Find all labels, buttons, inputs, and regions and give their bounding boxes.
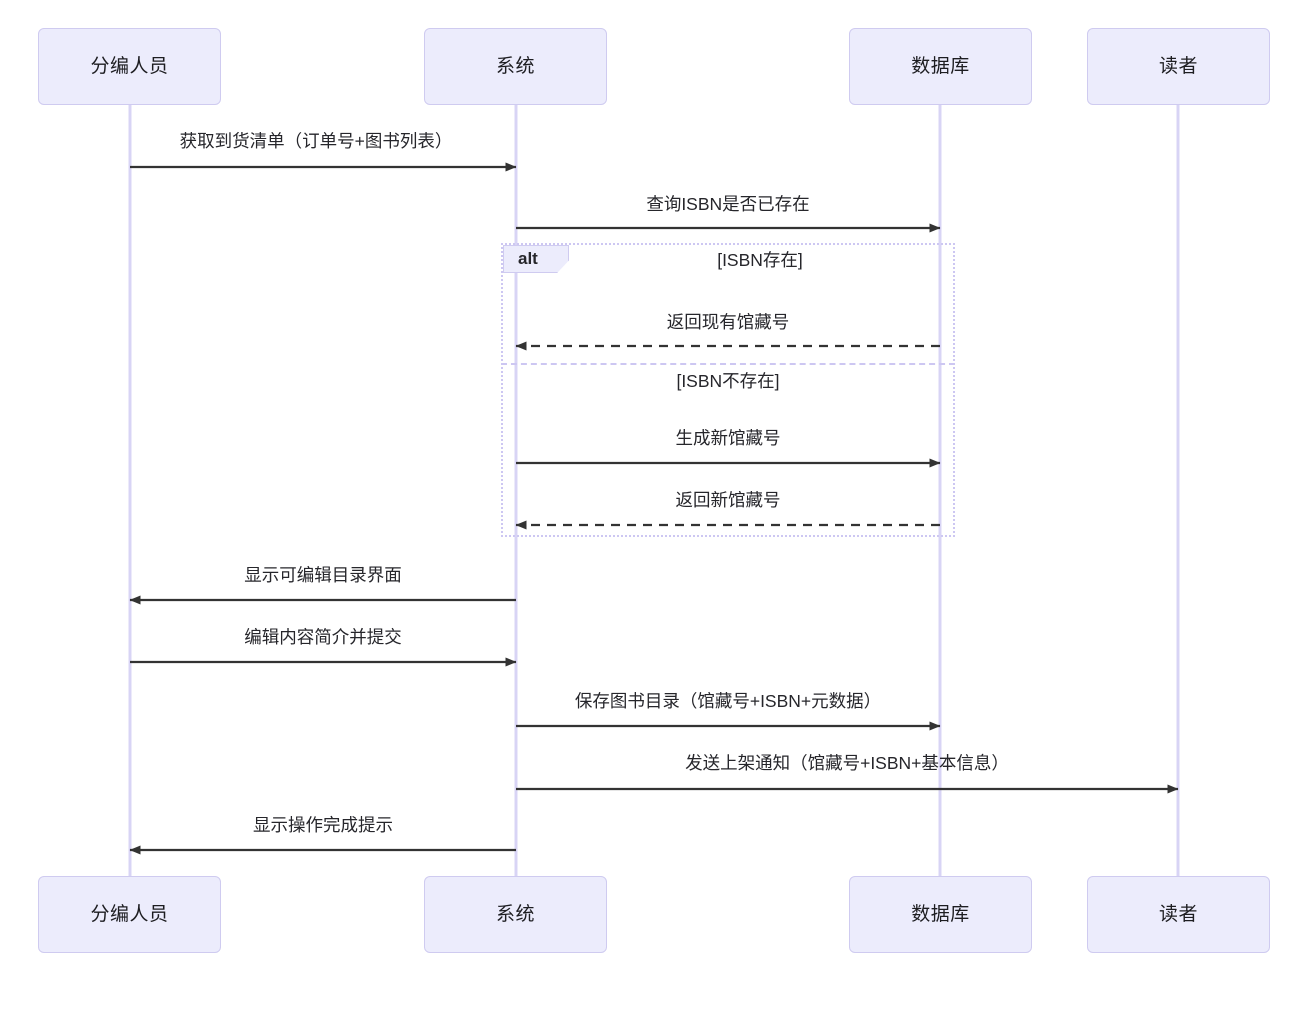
participant-label-database: 数据库 (911, 56, 970, 77)
message-label-m1: 获取到货清单（订单号+图书列表） (179, 131, 453, 151)
participant-box-reader-top[interactable]: 读者 (1087, 28, 1270, 105)
participant-label-database-bottom: 数据库 (911, 904, 970, 925)
participant-box-system-top[interactable]: 系统 (424, 28, 607, 105)
message-label-m6: 显示可编辑目录界面 (244, 565, 402, 585)
message-label-m8: 保存图书目录（馆藏号+ISBN+元数据） (574, 691, 882, 711)
alt-condition-label-1: [ISBN存在] (717, 250, 803, 270)
participant-label-reader-bottom: 读者 (1158, 904, 1198, 925)
message-label-m7: 编辑内容简介并提交 (244, 627, 402, 647)
alt-fragment-isbn (501, 243, 955, 537)
message-label-m2: 查询ISBN是否已存在 (646, 194, 810, 214)
participant-label-cataloger: 分编人员 (90, 56, 169, 77)
message-label-m5: 返回新馆藏号 (675, 490, 781, 510)
participant-box-reader-bottom[interactable]: 读者 (1087, 876, 1270, 953)
participant-label-reader: 读者 (1158, 56, 1198, 77)
participant-label-cataloger-bottom: 分编人员 (90, 904, 169, 925)
lifelines (128, 105, 1180, 876)
alt-condition-label-2: [ISBN不存在] (676, 371, 780, 391)
message-label-m10: 显示操作完成提示 (253, 815, 393, 835)
participant-box-cataloger-bottom[interactable]: 分编人员 (38, 876, 221, 953)
participant-box-system-bottom[interactable]: 系统 (424, 876, 607, 953)
alt-fragment-divider (501, 363, 955, 365)
participant-box-cataloger-top[interactable]: 分编人员 (38, 28, 221, 105)
message-label-m4: 生成新馆藏号 (675, 428, 781, 448)
alt-fragment-operator-label: alt (503, 245, 569, 273)
participant-box-database-top[interactable]: 数据库 (849, 28, 1032, 105)
participant-box-database-bottom[interactable]: 数据库 (849, 876, 1032, 953)
message-label-m9: 发送上架通知（馆藏号+ISBN+基本信息） (685, 753, 1009, 773)
message-label-m3: 返回现有馆藏号 (666, 312, 790, 332)
message-arrows (129, 162, 1179, 855)
participant-label-system: 系统 (495, 56, 535, 77)
participant-label-system-bottom: 系统 (495, 904, 535, 925)
